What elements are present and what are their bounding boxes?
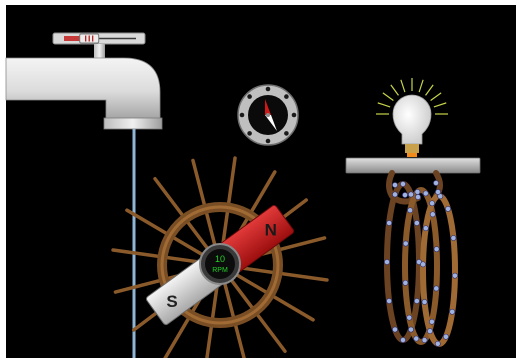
rpm-gauge: 10 RPM: [200, 244, 240, 284]
electron: [408, 192, 413, 197]
electron: [414, 298, 419, 303]
electron: [387, 220, 392, 225]
bulb-shelf: [346, 158, 480, 173]
electron: [422, 338, 427, 343]
electron: [452, 273, 457, 278]
electron: [408, 208, 413, 213]
electron: [445, 206, 450, 211]
electron: [435, 189, 440, 194]
magnet-north-label: N: [265, 220, 277, 239]
electron: [420, 262, 425, 267]
electron: [392, 327, 397, 332]
electron: [402, 192, 407, 197]
electron: [414, 220, 419, 225]
electron: [384, 259, 389, 264]
rpm-unit-label: RPM: [212, 267, 228, 274]
electron: [422, 299, 427, 304]
electron: [400, 337, 405, 342]
magnet-south-label: S: [166, 292, 177, 311]
electron: [403, 280, 408, 285]
electron: [429, 319, 434, 324]
electron: [408, 327, 413, 332]
electron: [403, 241, 408, 246]
electron: [387, 298, 392, 303]
compass-icon[interactable]: [238, 85, 298, 145]
bulb-base: [405, 144, 419, 153]
electron: [415, 194, 420, 199]
electron: [407, 315, 412, 320]
electron: [423, 226, 428, 231]
electron: [430, 212, 435, 217]
electron: [414, 336, 419, 341]
electron: [434, 247, 439, 252]
electron: [450, 309, 455, 314]
electron: [427, 328, 432, 333]
water-stream: [133, 129, 136, 358]
electron: [435, 341, 440, 346]
electron: [451, 235, 456, 240]
electron: [423, 191, 428, 196]
faucet-stem: [94, 44, 105, 58]
electron: [415, 189, 420, 194]
electron: [400, 181, 405, 186]
electron: [433, 180, 438, 185]
rpm-value: 10: [215, 254, 225, 264]
faucet-spout: [104, 118, 162, 129]
electron: [443, 334, 448, 339]
electron: [429, 201, 434, 206]
bulb-contact: [407, 153, 417, 157]
electron: [392, 182, 397, 187]
electron: [392, 192, 397, 197]
electron: [434, 286, 439, 291]
